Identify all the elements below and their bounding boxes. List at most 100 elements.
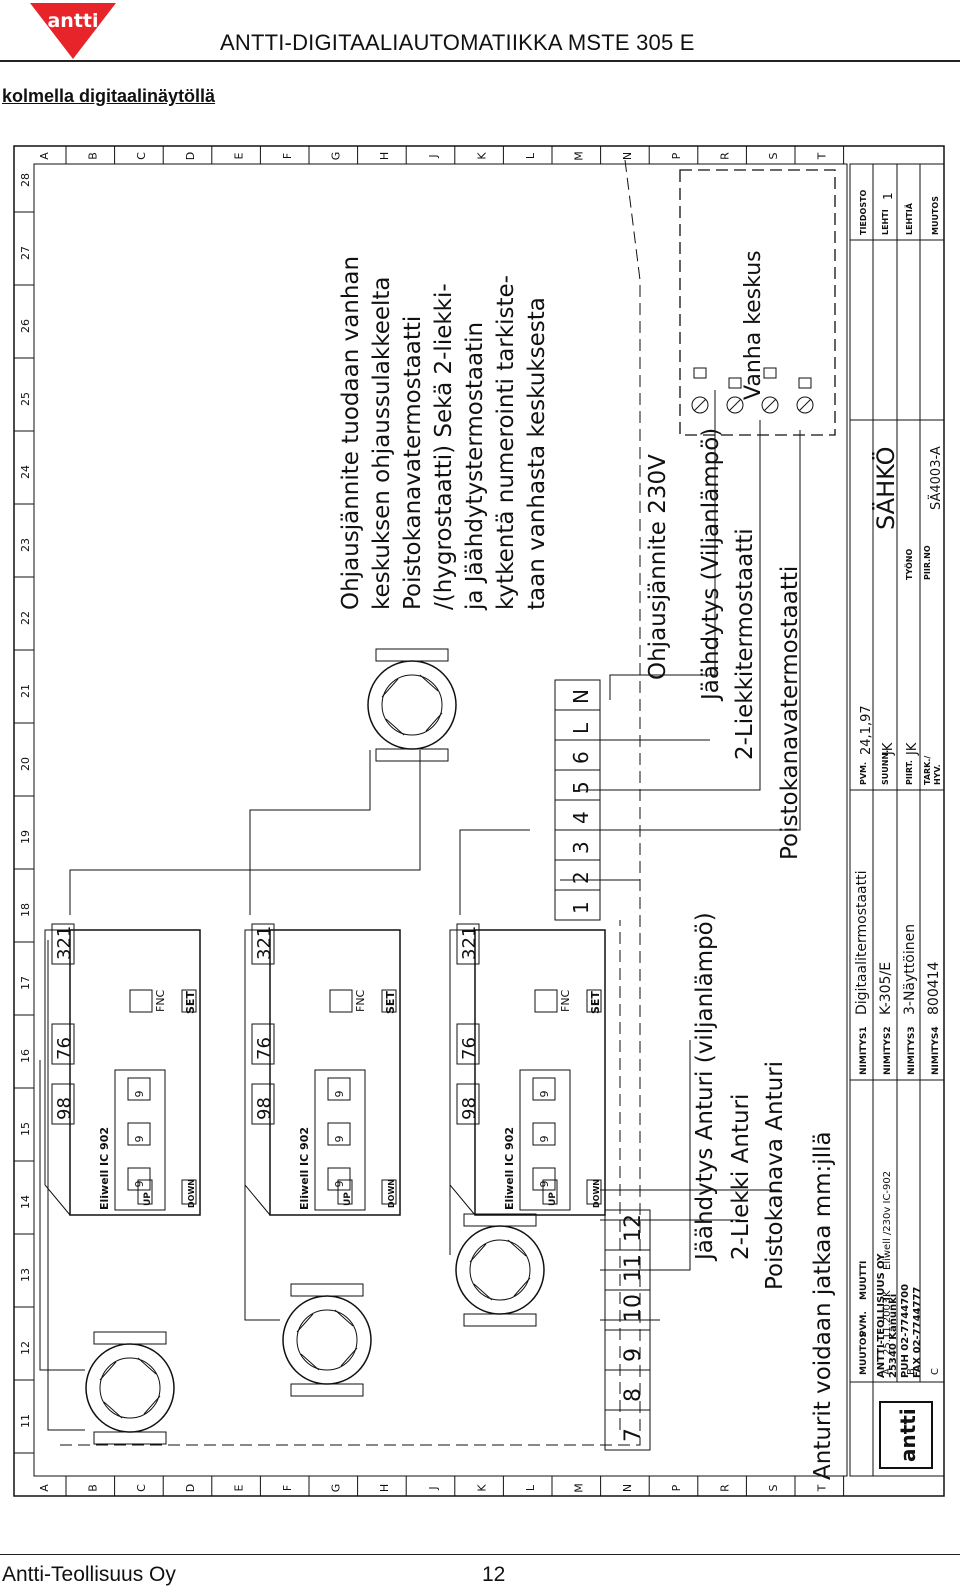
- fnc-button: [129, 989, 153, 1013]
- grid-row-label: N: [621, 1484, 634, 1492]
- department: SÄHKÖ: [871, 447, 900, 530]
- fnc-button: [534, 989, 558, 1013]
- grid-col-label: 11: [19, 1414, 32, 1428]
- controller-terminal-label: 98: [254, 1097, 275, 1120]
- note-line: ja Jäähdytystermostaatin: [462, 322, 488, 611]
- fnc-button: [329, 989, 353, 1013]
- dashed-enclosure: [60, 159, 641, 1446]
- grid-row-label: S: [767, 152, 780, 159]
- lehti-label: LEHTI: [881, 209, 890, 235]
- grid-row-label: L: [524, 1484, 537, 1491]
- grid-row-label: T: [816, 1484, 829, 1492]
- grid-col-label: 27: [19, 246, 32, 260]
- controller-side: [449, 929, 476, 1216]
- suunn-value: JK: [881, 742, 896, 756]
- page-title: ANTTI-DIGITAALIAUTOMATIIKKA MSTE 305 E: [220, 30, 695, 55]
- fnc-label: FNC: [154, 989, 167, 1012]
- grid-col-label: 21: [19, 684, 32, 698]
- rev-row-cell: Eliwell /230v IC-902: [882, 1171, 893, 1270]
- display-digit: 9: [538, 1136, 551, 1143]
- rev-header-cell: MUUTTI: [859, 1261, 869, 1300]
- terminal-number: 2: [569, 871, 593, 884]
- grid-row-label: B: [87, 1484, 100, 1492]
- grid-row-label: K: [475, 1484, 488, 1492]
- terminal-block: [604, 1209, 651, 1251]
- page-number: 12: [482, 1563, 506, 1586]
- grid-col-label: 24: [19, 465, 32, 479]
- controller-body: [269, 929, 401, 1216]
- terminal-number: 10: [621, 1294, 646, 1322]
- piirno-value: SÄ4003-A: [928, 446, 944, 510]
- antti-logo: antti: [30, 3, 116, 59]
- controller-side: [244, 929, 271, 1216]
- header-rule: [0, 60, 960, 62]
- pvm-label: PVM.: [859, 762, 868, 785]
- terminal-number: L: [569, 722, 593, 734]
- grid-row-label: J: [427, 1486, 440, 1490]
- note-label: Jäähdytys (Viljanlämpö): [698, 428, 724, 702]
- up-label: UP: [548, 1192, 558, 1206]
- display-digit: 9: [133, 1181, 146, 1188]
- up-button: [137, 1179, 153, 1205]
- grid-col-label: 18: [19, 903, 32, 917]
- lehti-value: 1: [881, 192, 895, 200]
- controller-terminal-label: 76: [254, 1037, 275, 1060]
- grid-col-label: 17: [19, 976, 32, 990]
- controller-side: [44, 929, 71, 1216]
- terminal-slash: [693, 398, 707, 412]
- note-line: /(hygrostaatti) Sekä 2-liekki-: [431, 283, 457, 610]
- grid-col-label: 28: [19, 173, 32, 187]
- company-line: ANTTI-TEOLLISUUS OY: [876, 1253, 887, 1378]
- grid-row-label: H: [378, 152, 391, 160]
- display-digit-box: [327, 1167, 351, 1191]
- grid-row-label: D: [184, 152, 197, 160]
- page-subtitle: kolmella digitaalinäytöllä: [2, 86, 216, 106]
- hyv-label: HYV.: [933, 764, 942, 785]
- sensor-bottom-3: [455, 1213, 545, 1327]
- name-label: NIMITYS1: [859, 1026, 869, 1075]
- controller-terminal-label: 321: [54, 926, 75, 960]
- display-digit: 9: [133, 1091, 146, 1098]
- terminal-circle: [691, 396, 709, 414]
- terminal-circle: [726, 396, 744, 414]
- grid-row-label: L: [524, 152, 537, 159]
- up-button: [337, 1179, 353, 1205]
- rev-row-cell: A: [882, 1368, 893, 1375]
- down-label: DOWN: [187, 1179, 196, 1208]
- grid-row-label: P: [670, 1484, 683, 1491]
- grid-col-label: 20: [19, 757, 32, 771]
- piirt-label: PIIRT.: [905, 760, 914, 785]
- sensor-bottom-1: [85, 1331, 175, 1445]
- terminal-slash: [728, 398, 742, 412]
- up-button: [542, 1179, 558, 1205]
- tyono-label: TYÖNO: [904, 549, 914, 580]
- grid-row-label: C: [135, 152, 148, 160]
- terminal-circle: [761, 396, 779, 414]
- controller-body: [474, 929, 606, 1216]
- sensor-bottom-2: [282, 1283, 372, 1397]
- rev-header-cell: MUUTOS: [859, 1331, 869, 1375]
- grid-row-label: F: [281, 1485, 294, 1491]
- name-label: NIMITYS4: [931, 1026, 941, 1075]
- display-digit-box: [127, 1167, 151, 1191]
- old-center-box: [679, 169, 836, 436]
- grid-row-label: A: [38, 152, 51, 160]
- name-value: Digitaalitermostaatti: [854, 871, 870, 1016]
- terminal-block: [728, 377, 742, 389]
- display-digit-box: [127, 1122, 151, 1146]
- sensor-top: [367, 648, 457, 762]
- grid-row-label: N: [621, 152, 634, 160]
- note-line: taan vanhasta keskuksesta: [524, 297, 550, 610]
- display-digit-box: [327, 1122, 351, 1146]
- antti-logo-small: antti: [879, 1401, 933, 1469]
- name-label: NIMITYS3: [907, 1026, 917, 1075]
- muutos-label: MUUTOS: [931, 196, 940, 235]
- controller-terminal-box: [456, 1083, 480, 1125]
- rev-row-cell: C: [930, 1368, 941, 1375]
- grid-col-label: 22: [19, 611, 32, 625]
